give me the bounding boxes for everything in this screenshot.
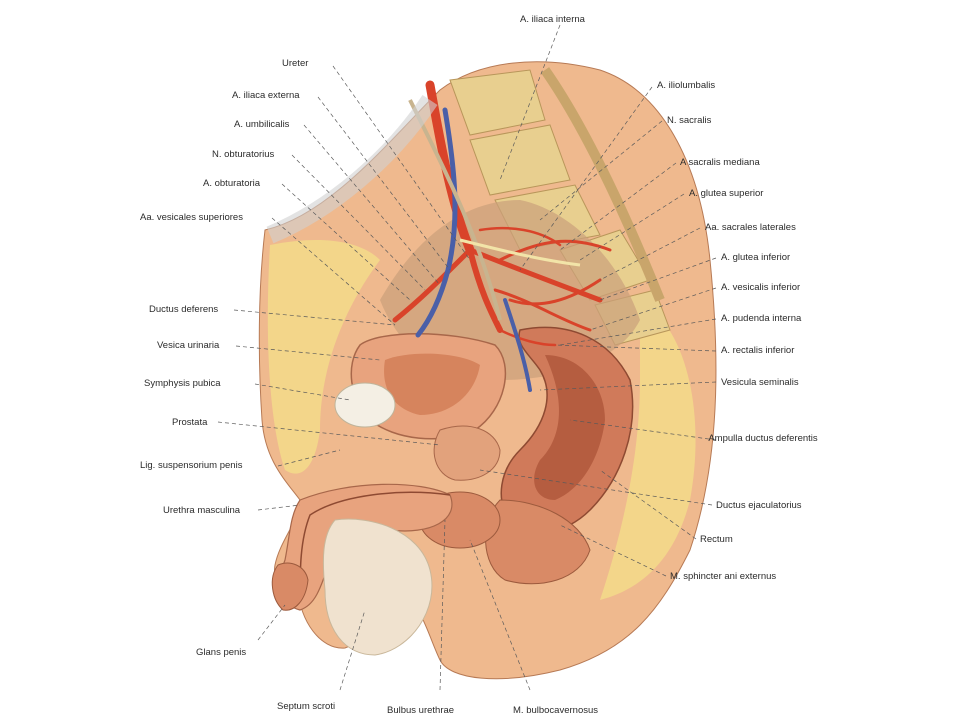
label-ureter: Ureter — [282, 58, 309, 69]
label-m-bulbocavernosus: M. bulbocavernosus — [513, 705, 599, 716]
label-aa-vesicales-superiores: Aa. vesicales superiores — [140, 212, 243, 223]
label-symphysis-pubica: Symphysis pubica — [144, 378, 221, 389]
fat-layer — [267, 240, 380, 474]
label-a-glutea-inferior: A. glutea inferior — [721, 252, 791, 263]
label-a-iliaca-externa: A. iliaca externa — [232, 90, 300, 101]
glans-shape — [271, 562, 309, 611]
label-ductus-ejaculatorius: Ductus ejaculatorius — [716, 500, 802, 511]
nerve-line — [459, 238, 581, 267]
label-n-obturatorius: N. obturatorius — [212, 149, 275, 160]
label-glans-penis: Glans penis — [196, 647, 247, 658]
peritoneum — [266, 95, 438, 244]
label-ductus-deferens: Ductus deferens — [149, 304, 219, 315]
rectum-lumen — [534, 355, 605, 500]
label-a-pudenda-interna: A. pudenda interna — [721, 313, 802, 324]
label-prostata: Prostata — [172, 417, 208, 428]
symphysis-shape — [334, 382, 396, 428]
label-a-obturatoria: A. obturatoria — [203, 178, 261, 189]
veins — [415, 107, 532, 392]
label-aa-sacrales-laterales: Aa. sacrales laterales — [705, 222, 796, 233]
label-lig-suspensorium-penis: Lig. suspensorium penis — [140, 460, 243, 471]
label-vesica-urinaria: Vesica urinaria — [157, 340, 220, 351]
label-septum-scroti: Septum scroti — [277, 701, 336, 712]
bladder-lumen — [384, 353, 480, 415]
prostate-shape — [433, 425, 501, 481]
label-a-glutea-superior: A. glutea superior — [689, 188, 764, 199]
spinal-canal — [540, 67, 665, 302]
label-rectum: Rectum — [700, 534, 733, 545]
label-urethra-masculina: Urethra masculina — [163, 505, 241, 516]
label-n-sacralis: N. sacralis — [667, 115, 712, 126]
label-a-iliolumbalis: A. iliolumbalis — [657, 80, 716, 91]
leader-lines — [217, 24, 717, 691]
label-a-vesicalis-inferior: A. vesicalis inferior — [721, 282, 801, 293]
label-a-sacralis-mediana: A sacralis mediana — [680, 157, 760, 168]
label-vesicula-seminalis: Vesicula seminalis — [721, 377, 799, 388]
label-ampulla-ductus-deferentis: Ampulla ductus deferentis — [708, 433, 818, 444]
label-a-umbilicalis: A. umbilicalis — [234, 119, 290, 130]
ureter-line — [408, 99, 502, 321]
label-bulbus-urethrae: Bulbus urethrae — [387, 705, 455, 716]
scrotum-shape — [322, 518, 433, 656]
fat-layer-back — [600, 300, 696, 600]
label-a-rectalis-inferior: A. rectalis inferior — [721, 345, 795, 356]
label-a-iliaca-interna: A. iliaca interna — [520, 14, 585, 25]
label-m-sphincter-ani-externus: M. sphincter ani externus — [670, 571, 777, 582]
